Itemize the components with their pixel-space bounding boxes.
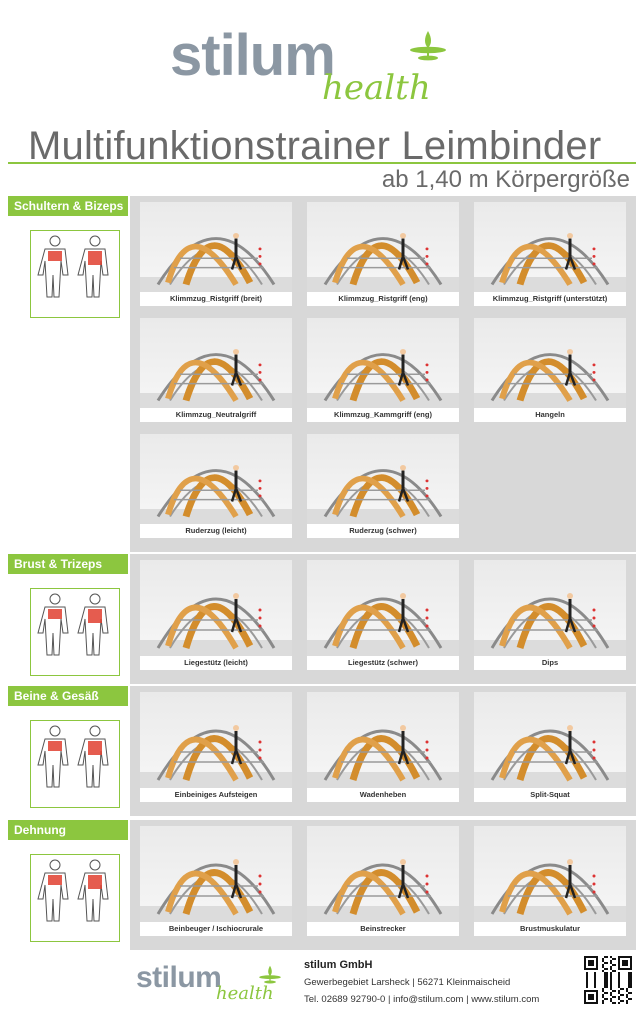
exercise-caption: Klimmzug_Ristgriff (eng): [307, 292, 459, 306]
exercise-tile: Liegestütz (schwer): [307, 560, 459, 670]
exercise-illustration: [140, 560, 292, 656]
exercise-tile: Liegestütz (leicht): [140, 560, 292, 670]
muscle-chart-legs-glutes-icon: [30, 720, 120, 808]
brand-tagline: health: [322, 68, 431, 108]
exercise-illustration: [140, 826, 292, 922]
exercise-illustration: [140, 318, 292, 408]
exercise-caption: Klimmzug_Kammgriff (eng): [307, 408, 459, 422]
company-address: Gewerbegebiet Larsheck | 56271 Kleinmais…: [304, 977, 511, 988]
exercise-caption: Wadenheben: [307, 788, 459, 802]
exercise-panel: Einbeiniges Aufsteigen Wadenheben Split-Sq…: [130, 686, 636, 816]
exercise-panel: Klimmzug_Ristgriff (breit) Klimmzug_Ristg…: [130, 196, 636, 552]
title-divider: [8, 162, 636, 164]
exercise-caption: Split-Squat: [474, 788, 626, 802]
exercise-illustration: [307, 560, 459, 656]
exercise-tile: Dips: [474, 560, 626, 670]
exercise-illustration: [307, 434, 459, 524]
exercise-caption: Beinstrecker: [307, 922, 459, 936]
exercise-panel: Beinbeuger / Ischiocrurale Beinstrecker Br…: [130, 820, 636, 950]
exercise-tile: Ruderzug (schwer): [307, 434, 459, 538]
exercise-caption: Brustmuskulatur: [474, 922, 626, 936]
footer-leaf-icon: [259, 965, 281, 984]
exercise-tile: Klimmzug_Ristgriff (eng): [307, 202, 459, 306]
exercise-illustration: [474, 826, 626, 922]
exercise-illustration: [307, 202, 459, 292]
exercise-caption: Klimmzug_Neutralgriff: [140, 408, 292, 422]
exercise-illustration: [307, 318, 459, 408]
exercise-illustration: [307, 826, 459, 922]
footer-logo: stilum health: [136, 962, 296, 1012]
muscle-chart-stretching-icon: [30, 854, 120, 942]
page-title: Multifunktionstrainer Leimbinder: [28, 124, 602, 168]
exercise-illustration: [474, 560, 626, 656]
exercise-tile: Beinstrecker: [307, 826, 459, 936]
exercise-caption: Ruderzug (leicht): [140, 524, 292, 538]
exercise-caption: Einbeiniges Aufsteigen: [140, 788, 292, 802]
exercise-tile: Brustmuskulatur: [474, 826, 626, 936]
exercise-caption: Dips: [474, 656, 626, 670]
exercise-caption: Liegestütz (leicht): [140, 656, 292, 670]
exercise-tile: Klimmzug_Neutralgriff: [140, 318, 292, 422]
exercise-tile: Einbeiniges Aufsteigen: [140, 692, 292, 802]
page-subtitle: ab 1,40 m Körpergröße: [381, 166, 630, 193]
leaf-icon: [410, 31, 446, 61]
exercise-caption: Liegestütz (schwer): [307, 656, 459, 670]
exercise-panel: Liegestütz (leicht) Liegestütz (schwer) Di…: [130, 554, 636, 684]
muscle-chart-shoulders-biceps-icon: [30, 230, 120, 318]
exercise-illustration: [140, 692, 292, 788]
exercise-caption: Hangeln: [474, 408, 626, 422]
exercise-illustration: [474, 692, 626, 788]
muscle-chart-chest-triceps-icon: [30, 588, 120, 676]
exercise-caption: Ruderzug (schwer): [307, 524, 459, 538]
brand-logo: stilum health: [170, 26, 490, 106]
exercise-caption: Klimmzug_Ristgriff (unterstützt): [474, 292, 626, 306]
exercise-illustration: [474, 202, 626, 292]
exercise-tile: Split-Squat: [474, 692, 626, 802]
company-name: stilum GmbH: [304, 959, 373, 971]
qr-code-icon[interactable]: [584, 956, 632, 1004]
exercise-caption: Klimmzug_Ristgriff (breit): [140, 292, 292, 306]
exercise-tile: Wadenheben: [307, 692, 459, 802]
section-label: Beine & Gesäß: [8, 686, 128, 706]
brand-name: stilum: [170, 23, 336, 88]
exercise-tile: Hangeln: [474, 318, 626, 422]
footer-brand-tagline: health: [216, 983, 274, 1004]
exercise-tile: Klimmzug_Kammgriff (eng): [307, 318, 459, 422]
footer-brand-name: stilum: [136, 961, 222, 994]
exercise-illustration: [140, 434, 292, 524]
exercise-tile: Klimmzug_Ristgriff (unterstützt): [474, 202, 626, 306]
exercise-illustration: [140, 202, 292, 292]
section-label: Brust & Trizeps: [8, 554, 128, 574]
section-label: Dehnung: [8, 820, 128, 840]
exercise-tile: Klimmzug_Ristgriff (breit): [140, 202, 292, 306]
exercise-tile: Ruderzug (leicht): [140, 434, 292, 538]
exercise-tile: Beinbeuger / Ischiocrurale: [140, 826, 292, 936]
exercise-illustration: [307, 692, 459, 788]
company-contact[interactable]: Tel. 02689 92790-0 | info@stilum.com | w…: [304, 994, 540, 1005]
exercise-caption: Beinbeuger / Ischiocrurale: [140, 922, 292, 936]
section-label: Schultern & Bizeps: [8, 196, 128, 216]
exercise-illustration: [474, 318, 626, 408]
